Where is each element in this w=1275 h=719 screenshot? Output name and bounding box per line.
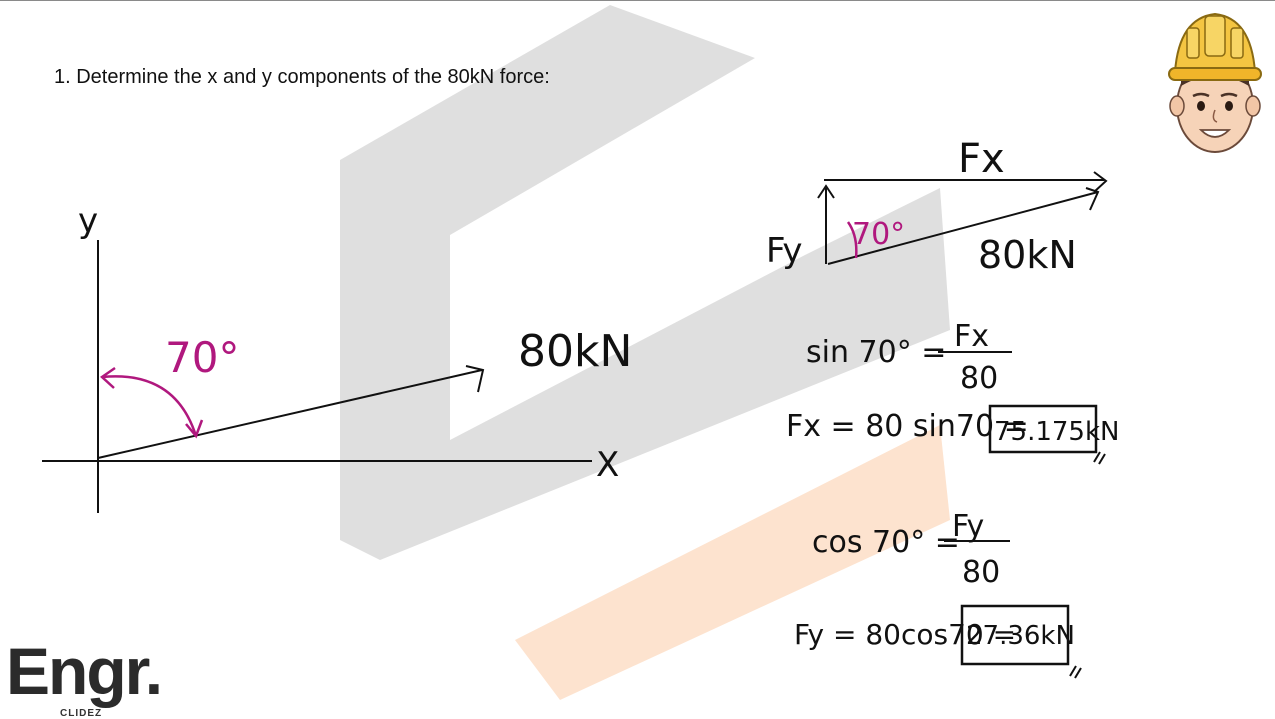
angle-arrow-right bbox=[185, 419, 204, 439]
angle-label: 70° bbox=[165, 333, 239, 382]
engr-logo: Engr. bbox=[6, 634, 163, 708]
sin-numerator: Fx bbox=[954, 319, 989, 354]
fy-ticks bbox=[1069, 665, 1082, 679]
cos-lhs: cos 70° = bbox=[812, 525, 960, 560]
triangle-angle-label: 70° bbox=[852, 217, 905, 252]
triangle-angle-arc bbox=[846, 221, 858, 259]
fx-label: Fx bbox=[958, 136, 1005, 182]
force-label: 80kN bbox=[518, 326, 632, 377]
hyp-arrowhead bbox=[1085, 187, 1100, 211]
angle-arc bbox=[101, 375, 198, 437]
logo-subtitle: CLIDEZ bbox=[60, 708, 103, 719]
force-vector bbox=[97, 369, 483, 459]
top-border bbox=[0, 0, 1275, 1]
fy-expression: Fy = 80cos70 = bbox=[794, 618, 1016, 651]
y-axis-label: y bbox=[78, 201, 98, 241]
fy-result: 27.36kN bbox=[966, 621, 1075, 651]
fx-expression: Fx = 80 sin70 = bbox=[786, 409, 1029, 444]
sin-lhs: sin 70° = bbox=[806, 335, 946, 370]
engineer-avatar-icon bbox=[1168, 12, 1262, 153]
hyp-label: 80kN bbox=[978, 233, 1077, 277]
hypotenuse-vector bbox=[827, 191, 1099, 265]
fx-arrowhead bbox=[1093, 171, 1108, 193]
fx-result-box bbox=[988, 404, 1098, 454]
angle-arrow-left bbox=[100, 366, 116, 389]
fy-arrowhead bbox=[817, 184, 835, 199]
cos-denominator: 80 bbox=[962, 555, 1000, 590]
force-arrowhead bbox=[465, 365, 485, 393]
x-axis-label: X bbox=[596, 445, 619, 485]
cos-numerator: Fy bbox=[952, 509, 984, 544]
fy-label: Fy bbox=[766, 231, 803, 271]
fx-ticks bbox=[1093, 451, 1106, 465]
question-text: 1. Determine the x and y components of t… bbox=[54, 66, 550, 88]
sin-denominator: 80 bbox=[960, 361, 998, 396]
fy-result-box bbox=[960, 604, 1070, 666]
fx-result: 75.175kN bbox=[994, 417, 1119, 447]
